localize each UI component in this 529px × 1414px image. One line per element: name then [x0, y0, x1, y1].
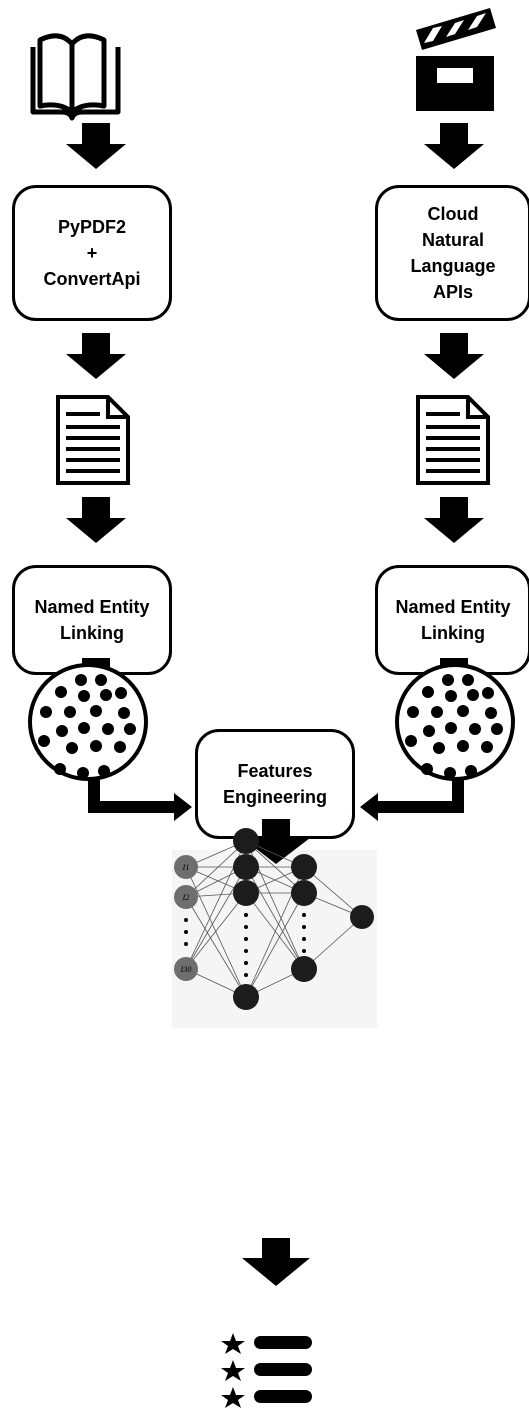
- star-icon: [221, 1333, 245, 1354]
- star-icon: [221, 1360, 245, 1381]
- down-arrow-icon: [424, 497, 484, 543]
- hidden-node: [233, 854, 259, 880]
- clapperboard-icon: [416, 8, 496, 111]
- hidden-node: [291, 956, 317, 982]
- down-arrow-icon: [424, 123, 484, 169]
- down-arrow-icon: [424, 333, 484, 379]
- left-named-entity-linking-box: Named Entity Linking: [12, 565, 172, 675]
- down-arrow-icon: [66, 497, 126, 543]
- neural-network-diagram: I1 I2 I30: [174, 828, 374, 1010]
- input-node: [174, 885, 198, 909]
- book-icon: [30, 33, 121, 121]
- input-node: [174, 957, 198, 981]
- pypdf2-convertapi-box: PyPDF2 + ConvertApi: [12, 185, 172, 321]
- features-engineering-label: Features Engineering: [222, 761, 327, 807]
- input-label-i2: I2: [182, 893, 190, 902]
- document-icon: [56, 395, 130, 485]
- right-named-entity-linking-box: Named Entity Linking: [375, 565, 529, 675]
- entity-cluster-icon: [28, 663, 148, 781]
- elbow-arrow-left: [88, 780, 192, 821]
- cloud-nl-apis-label: Cloud Natural Language APIs: [410, 204, 496, 302]
- down-arrow-icon: [242, 1238, 310, 1286]
- input-label-i30: I30: [180, 965, 192, 974]
- down-arrow-icon: [66, 333, 126, 379]
- output-node: [350, 905, 374, 929]
- cloud-nl-apis-box: Cloud Natural Language APIs: [375, 185, 529, 321]
- down-arrow-icon: [66, 123, 126, 169]
- hidden-node: [233, 880, 259, 906]
- entity-cluster-icon: [395, 663, 515, 781]
- right-named-entity-linking-label: Named Entity Linking: [395, 597, 511, 643]
- hidden-node: [291, 854, 317, 880]
- pypdf2-convertapi-label: PyPDF2 + ConvertApi: [43, 217, 141, 289]
- input-label-i1: I1: [182, 863, 190, 872]
- features-engineering-box: Features Engineering: [195, 729, 355, 839]
- elbow-arrow-right: [360, 780, 464, 821]
- star-icon: [221, 1387, 245, 1408]
- hidden-node: [291, 880, 317, 906]
- hidden-node: [233, 984, 259, 1010]
- document-icon: [416, 395, 490, 485]
- left-named-entity-linking-label: Named Entity Linking: [34, 597, 150, 643]
- input-node: [174, 855, 198, 879]
- ranked-list-icon: [221, 1333, 312, 1408]
- down-arrow-icon: [242, 819, 310, 864]
- hidden-node: [233, 828, 259, 854]
